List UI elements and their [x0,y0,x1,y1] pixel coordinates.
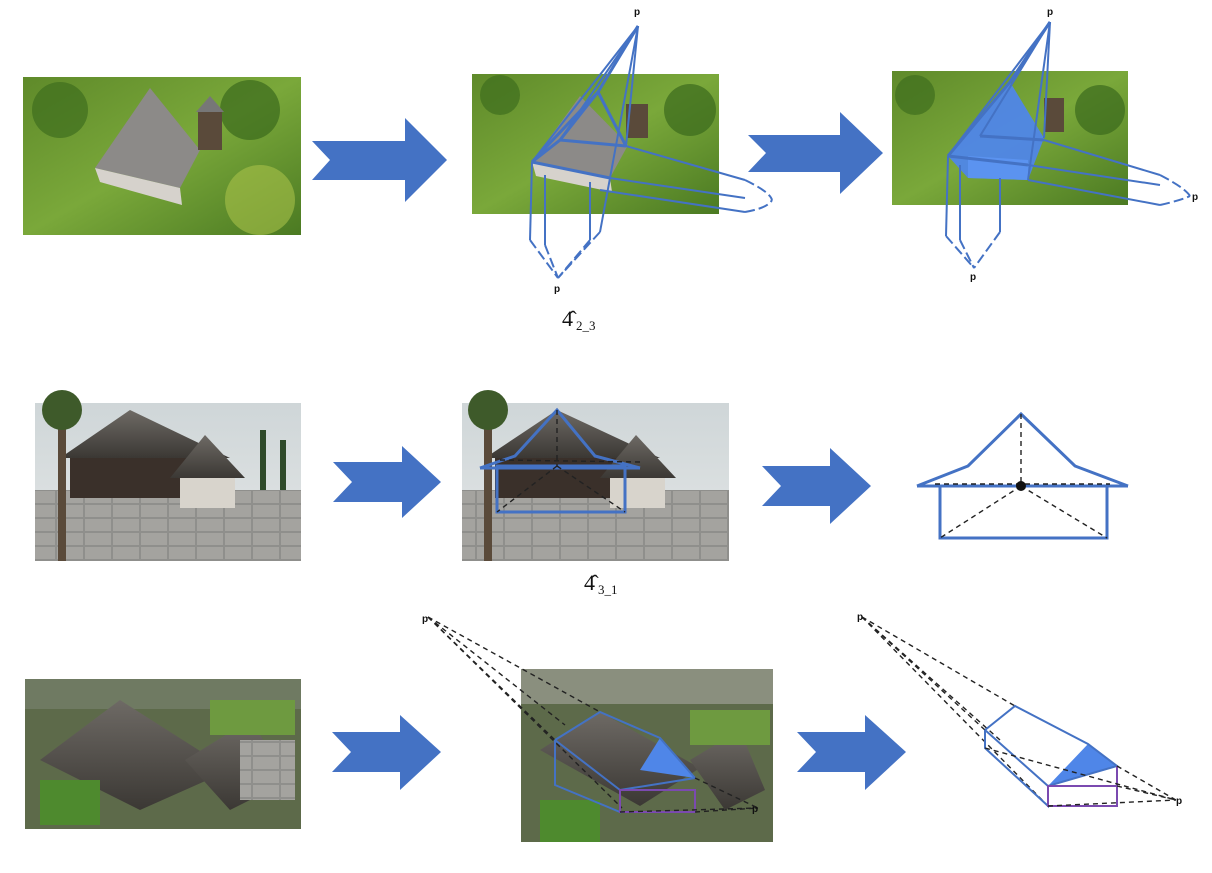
row2-house-model [916,411,1129,540]
row3-arrow-2 [797,715,906,790]
row3-house-model [861,616,1177,809]
row1-label-main: 4̂ [562,306,577,331]
row3-vp-left-label: p [422,614,428,625]
row1-result-vp-bottom-label: p [970,272,976,283]
row1-original-photo [23,77,301,235]
row3-original-photo [25,679,301,829]
row3-vp-right-label: p [752,804,758,815]
row1-annotated-photo [472,74,719,214]
row3-annotated-photo [521,669,773,842]
row1-vp-bottom-label: p [554,284,560,295]
row2-original-photo [35,390,301,561]
row3-result-vp-right-label: p [1176,796,1182,807]
row2-label-main: 4̂ [584,570,599,595]
row1-result-lines [945,139,1191,269]
row2-label-sub: 3_1 [598,582,618,597]
center-point [1016,481,1026,491]
row1-vp-top-label: p [634,7,640,18]
row2-annotation-lines [479,407,641,514]
row1-result-photo [892,21,1128,205]
row1-arrow-1 [312,118,447,202]
row2-arrow-1 [333,446,441,518]
row3-arrow-1 [332,715,441,790]
row1-arrow-2 [748,112,883,194]
row3-annotation-lines [427,616,759,814]
row2-annotated-photo [462,390,729,561]
row1-label-sub: 2_3 [576,318,596,333]
row1-result-vp-right-label: p [1192,192,1198,203]
row2-arrow-2 [762,448,871,524]
row3-result-vp-left-label: p [857,612,863,623]
row1-annotation-lines [529,25,773,279]
row1-result-vp-top-label: p [1047,7,1053,18]
